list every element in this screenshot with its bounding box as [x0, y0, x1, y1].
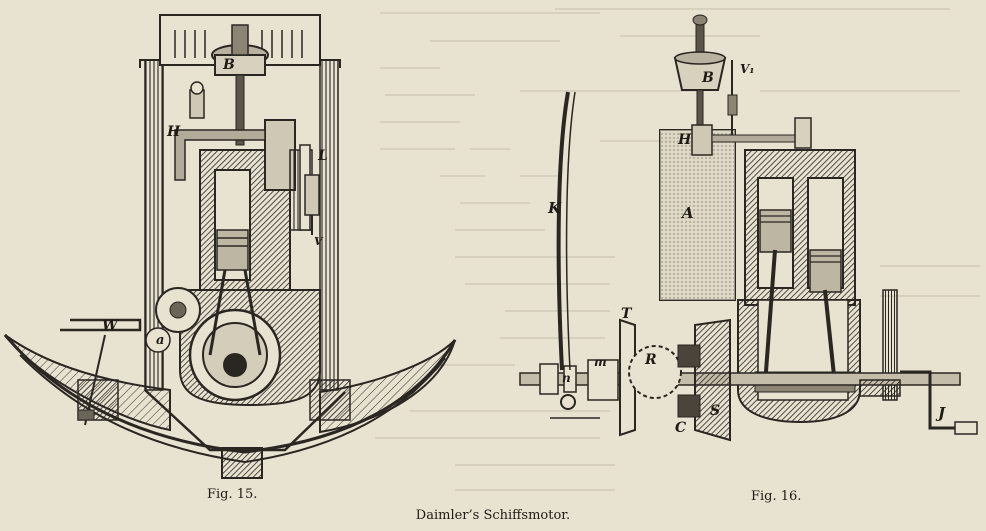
fig16-label-r: R	[644, 352, 657, 368]
figure-16-drawing: B V₁ H K A T R n m C S J	[519, 14, 978, 442]
fig16-label-a: A	[680, 204, 694, 222]
fig16-label-j: J	[935, 404, 946, 422]
plate-title: Daimler’s Schiffsmotor.	[415, 508, 571, 523]
figure-15: B H L V W a	[0, 0, 470, 500]
fig16-label-s: S	[710, 403, 720, 419]
figure-15-caption: Fig. 15.	[207, 487, 258, 502]
figure-15-drawing: B H L V W a	[3, 14, 457, 479]
fig16-label-b: B	[701, 70, 714, 86]
fig15-label-l: L	[317, 148, 328, 164]
fig15-label-b: B	[222, 57, 235, 73]
figure-16-caption: Fig. 16.	[751, 489, 802, 504]
figure-16: B V₁ H K A T R n m C S J	[500, 0, 986, 500]
fig16-label-n: n	[562, 371, 571, 385]
fig16-label-k: K	[547, 199, 562, 217]
fig15-label-a: a	[156, 333, 164, 348]
fig15-label-w: W	[102, 318, 119, 334]
fig16-label-m: m	[594, 355, 607, 369]
fig16-label-c: C	[675, 420, 686, 436]
fig16-label-h: H	[677, 132, 692, 148]
fig16-label-v1: V₁	[740, 62, 755, 76]
fig15-label-h: H	[166, 124, 181, 140]
fig16-label-t: T	[621, 306, 633, 322]
fig15-label-v: V	[314, 235, 324, 248]
